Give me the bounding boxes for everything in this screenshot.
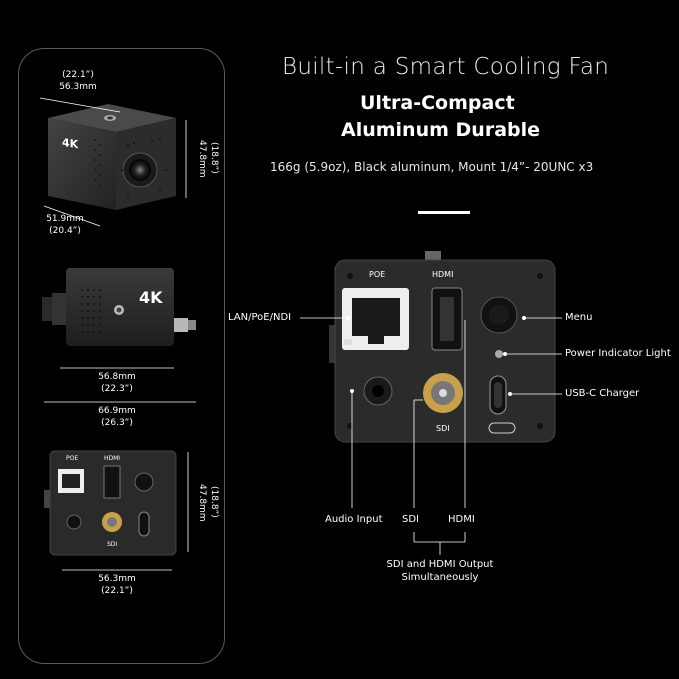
subline-ultra-compact: Ultra-Compact — [360, 92, 515, 114]
top-width-mm: 56.3mm — [59, 82, 97, 92]
side-total-in: (26.3”) — [101, 418, 133, 428]
camera-side-view — [42, 268, 196, 403]
camera-back-small — [44, 450, 189, 571]
callout-usbc: USB-C Charger — [565, 388, 640, 399]
main-sdi-label: SDI — [436, 424, 450, 433]
callout-menu: Menu — [565, 312, 593, 323]
callout-power: Power Indicator Light — [565, 348, 671, 359]
callout-output-line2: Simultaneously — [401, 572, 479, 583]
side-total-mm: 66.9mm — [98, 406, 136, 416]
top-depth-in: (20.4”) — [49, 226, 81, 236]
dimensions-panel — [18, 48, 225, 664]
back-width-in: (22.1”) — [101, 586, 133, 596]
top-width-in: (22.1”) — [62, 70, 94, 80]
subline-aluminum: Aluminum Durable — [341, 119, 541, 141]
back-height-in: (18.8”) — [209, 486, 219, 518]
callout-audio: Audio Input — [325, 514, 383, 525]
divider-bar — [418, 211, 470, 214]
top-height-in: (18.8”) — [209, 142, 219, 174]
main-poe-label: POE — [369, 270, 386, 279]
callout-hdmi: HDMI — [448, 514, 475, 525]
badge-4k-side: 4K — [139, 288, 163, 307]
small-sdi-label: SDI — [107, 541, 118, 548]
main-hdmi-label: HDMI — [432, 270, 454, 279]
headline: Built-in a Smart Cooling Fan — [282, 54, 610, 80]
back-width-mm: 56.3mm — [98, 574, 136, 584]
top-height-mm: 47.8mm — [197, 140, 207, 178]
camera-top-view — [39, 97, 187, 227]
top-depth-mm: 51.9mm — [46, 214, 84, 224]
small-poe-label: POE — [66, 455, 79, 462]
small-hdmi-label: HDMI — [104, 455, 121, 462]
camera-back-main — [300, 251, 562, 555]
side-body-mm: 56.8mm — [98, 372, 136, 382]
back-height-mm: 47.8mm — [197, 484, 207, 522]
spec-line: 166g (5.9oz), Black aluminum, Mount 1/4”… — [270, 160, 594, 174]
callout-output-line1: SDI and HDMI Output — [386, 559, 494, 570]
side-body-in: (22.3”) — [101, 384, 133, 394]
callout-lan: LAN/PoE/NDI — [228, 312, 292, 323]
badge-4k-top: 4K — [62, 135, 79, 152]
side-vents — [81, 289, 101, 333]
callout-sdi: SDI — [402, 514, 419, 525]
